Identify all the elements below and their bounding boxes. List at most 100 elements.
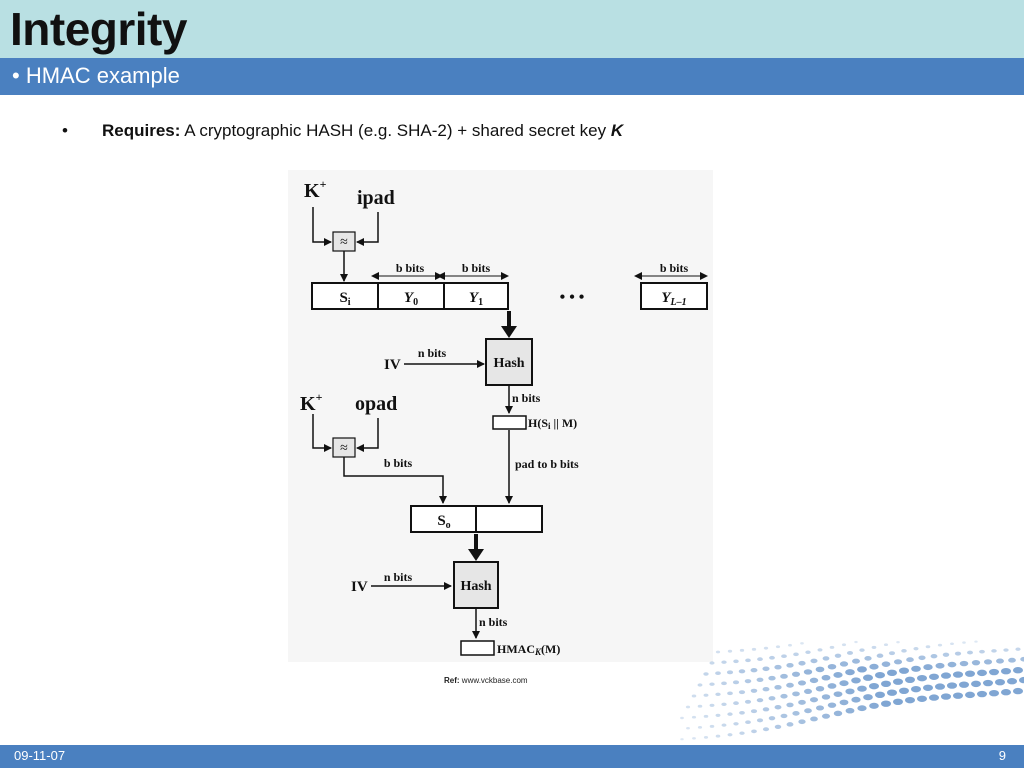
decorative-dot — [893, 659, 903, 665]
decorative-dot — [845, 707, 855, 714]
bullet-marker: • — [62, 121, 68, 140]
decorative-dot — [703, 735, 709, 739]
decorative-dot — [989, 690, 999, 697]
hmac-output-box — [460, 640, 495, 656]
decorative-dot — [815, 666, 825, 673]
decorative-dot — [751, 729, 757, 734]
decorative-dot — [739, 710, 745, 715]
decorative-dot — [854, 640, 858, 644]
decorative-dot — [888, 651, 896, 656]
inner-hash-output-box — [492, 415, 527, 430]
decorative-dot — [762, 707, 770, 712]
decorative-dot — [947, 682, 957, 689]
decorative-dot — [774, 705, 782, 710]
decorative-dot — [821, 694, 831, 700]
requires-text: A cryptographic HASH (e.g. SHA-2) + shar… — [180, 121, 611, 140]
xor-icon-top: ≈ — [340, 235, 348, 250]
decorative-dot — [875, 671, 885, 679]
decorative-dot — [869, 682, 879, 690]
decorative-dot — [750, 709, 758, 714]
decorative-dot — [822, 656, 830, 661]
hash-label-1: Hash — [493, 356, 524, 371]
decorative-dot — [833, 672, 843, 678]
decorative-dot — [930, 653, 938, 659]
decorative-dot — [739, 648, 745, 652]
decorative-dot — [727, 691, 733, 696]
decorative-dot — [715, 650, 721, 654]
decorative-dot — [977, 690, 987, 698]
decorative-dot — [804, 708, 812, 714]
key-symbol: K — [610, 121, 624, 140]
decorative-dot — [863, 674, 873, 681]
decorative-dot — [805, 650, 811, 654]
requirements-bullet: •Requires: A cryptographic HASH (e.g. SH… — [62, 121, 623, 141]
decorative-dot — [744, 699, 752, 704]
decorative-dot — [680, 716, 684, 720]
decorative-dot — [1003, 648, 1009, 652]
decorative-dot — [1019, 676, 1024, 684]
slide-title: Integrity — [10, 3, 187, 55]
decorative-dot — [780, 673, 788, 679]
decorative-dot — [774, 664, 782, 670]
ipad-label: ipad — [357, 187, 395, 209]
decorative-dot — [762, 686, 770, 692]
decorative-dot — [995, 679, 1005, 686]
decorative-dot — [991, 649, 997, 653]
decorative-dot — [750, 667, 758, 673]
opad-to-xor-arrow — [356, 418, 379, 452]
decorative-dot — [918, 655, 926, 661]
decorative-dot — [959, 660, 969, 667]
decorative-dot — [834, 653, 842, 658]
blocks-to-hash-arrow-head — [501, 326, 517, 338]
decorative-dot — [744, 679, 752, 684]
decorative-dot — [800, 642, 804, 645]
decorative-dot — [768, 696, 776, 701]
decorative-dot — [691, 694, 697, 698]
b-bits-label-1: b bits — [396, 261, 425, 275]
k-to-xor-top-arrow — [312, 207, 332, 246]
decorative-dot — [923, 684, 933, 691]
decorative-dot — [965, 691, 975, 699]
si-block-label: Si — [339, 290, 350, 308]
decorative-dot — [786, 662, 794, 668]
b-bits-label-2: b bits — [462, 261, 491, 275]
decorative-dot — [709, 724, 715, 728]
decorative-dot — [786, 702, 794, 708]
b-bits-label-3: b bits — [660, 261, 689, 275]
decorative-dot — [745, 720, 751, 725]
decorative-dot — [774, 724, 782, 730]
decorative-dot — [721, 723, 727, 727]
footer-date: 09-11-07 — [14, 748, 66, 763]
footer-bar: 09-11-07 9 — [0, 745, 1024, 768]
k-plus-label-top: K+ — [304, 177, 327, 202]
decorative-dot — [691, 715, 697, 719]
decorative-dot — [941, 693, 951, 700]
decorative-dot — [965, 670, 975, 677]
slide-subtitle: • HMAC example — [12, 63, 180, 88]
decorative-dot — [733, 659, 739, 664]
decorative-dot — [756, 677, 764, 683]
decorative-dot — [901, 649, 907, 653]
decorative-dot — [977, 669, 987, 677]
decorative-dot — [810, 658, 818, 664]
page-number: 9 — [998, 748, 1006, 763]
decorative-dot — [733, 701, 739, 706]
decorative-dot — [817, 648, 823, 652]
decorative-dot — [727, 733, 733, 737]
decorative-dot — [781, 654, 787, 659]
decorative-dot — [803, 669, 813, 675]
decorative-dot — [798, 660, 806, 666]
decorative-dot — [989, 668, 999, 676]
decorative-dot — [1015, 647, 1021, 651]
n-bits-label-3: n bits — [384, 570, 413, 584]
decorative-dot — [798, 719, 806, 725]
xor-icon-bottom: ≈ — [340, 441, 348, 456]
decorative-dot — [929, 673, 939, 680]
xor-to-so-arrow — [343, 457, 447, 504]
n-bits-label-1: n bits — [418, 346, 447, 360]
ref-url: www.vckbase.com — [461, 676, 528, 685]
decorative-dot — [881, 680, 891, 688]
decorative-dot — [757, 657, 763, 662]
decorative-dot — [809, 677, 819, 684]
